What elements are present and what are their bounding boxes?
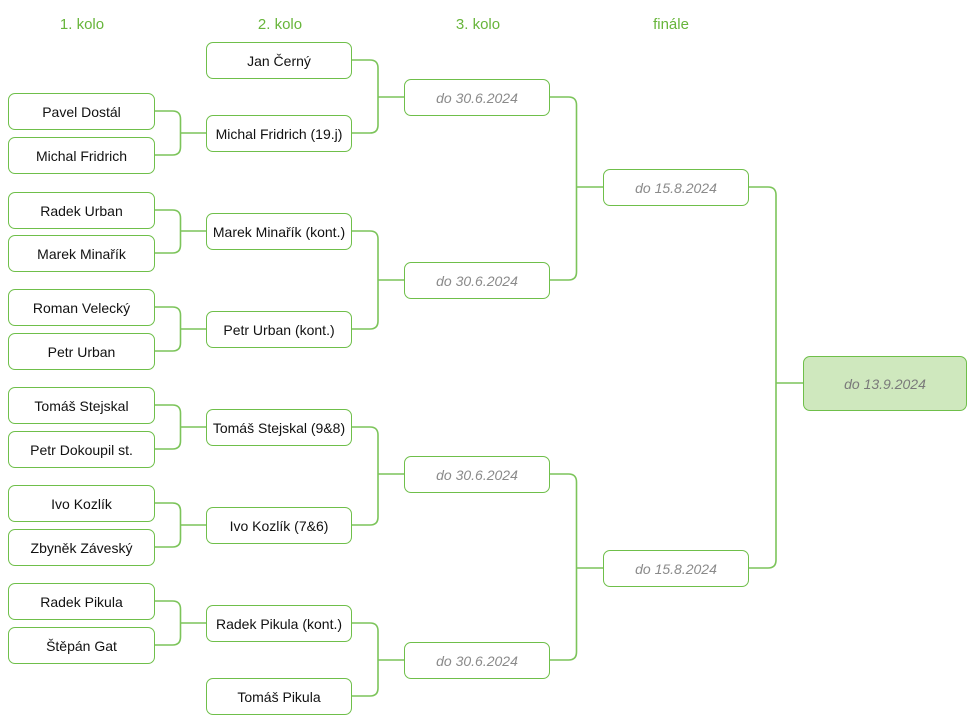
r2-match-box[interactable]: Jan Černý [206, 42, 352, 79]
bracket-connector [352, 622, 404, 697]
r1-match-box[interactable]: Ivo Kozlík [8, 485, 155, 522]
bracket-connector [550, 96, 603, 281]
header-round-1: 1. kolo [59, 16, 105, 33]
header-round-3: 3. kolo [455, 16, 501, 33]
bracket-connector [155, 209, 206, 254]
r1-match-box[interactable]: Petr Dokoupil st. [8, 431, 155, 468]
r2-match-box[interactable]: Michal Fridrich (19.j) [206, 115, 352, 152]
r3-match-box[interactable]: do 30.6.2024 [404, 262, 550, 299]
r2-match-box[interactable]: Tomáš Pikula [206, 678, 352, 715]
header-round-2: 2. kolo [257, 16, 303, 33]
r1-match-box[interactable]: Radek Pikula [8, 583, 155, 620]
r1-match-box[interactable]: Roman Velecký [8, 289, 155, 326]
bracket-connector [155, 110, 206, 156]
r3-match-box[interactable]: do 30.6.2024 [404, 456, 550, 493]
bracket-connector [352, 230, 404, 330]
header-final: finále [653, 16, 689, 33]
bracket-connector [155, 502, 206, 548]
r2-match-box[interactable]: Radek Pikula (kont.) [206, 605, 352, 642]
r1-match-box[interactable]: Tomáš Stejskal [8, 387, 155, 424]
bracket-connector [155, 404, 206, 450]
r2-match-box[interactable]: Marek Minařík (kont.) [206, 213, 352, 250]
r2-match-box[interactable]: Ivo Kozlík (7&6) [206, 507, 352, 544]
r2-match-box[interactable]: Petr Urban (kont.) [206, 311, 352, 348]
bracket-connector [550, 473, 603, 661]
bracket-connector [155, 600, 206, 646]
bracket-connector [155, 306, 206, 352]
r1-match-box[interactable]: Radek Urban [8, 192, 155, 229]
semifinal-match-box[interactable]: do 15.8.2024 [603, 550, 749, 587]
bracket-connector [749, 186, 803, 569]
final-match-box[interactable]: do 13.9.2024 [803, 356, 967, 411]
r3-match-box[interactable]: do 30.6.2024 [404, 79, 550, 116]
bracket-connector [352, 426, 404, 526]
r1-match-box[interactable]: Marek Minařík [8, 235, 155, 272]
r1-match-box[interactable]: Pavel Dostál [8, 93, 155, 130]
r1-match-box[interactable]: Petr Urban [8, 333, 155, 370]
r1-match-box[interactable]: Štěpán Gat [8, 627, 155, 664]
r1-match-box[interactable]: Michal Fridrich [8, 137, 155, 174]
semifinal-match-box[interactable]: do 15.8.2024 [603, 169, 749, 206]
bracket-connector [352, 59, 404, 134]
r3-match-box[interactable]: do 30.6.2024 [404, 642, 550, 679]
r2-match-box[interactable]: Tomáš Stejskal (9&8) [206, 409, 352, 446]
r1-match-box[interactable]: Zbyněk Záveský [8, 529, 155, 566]
